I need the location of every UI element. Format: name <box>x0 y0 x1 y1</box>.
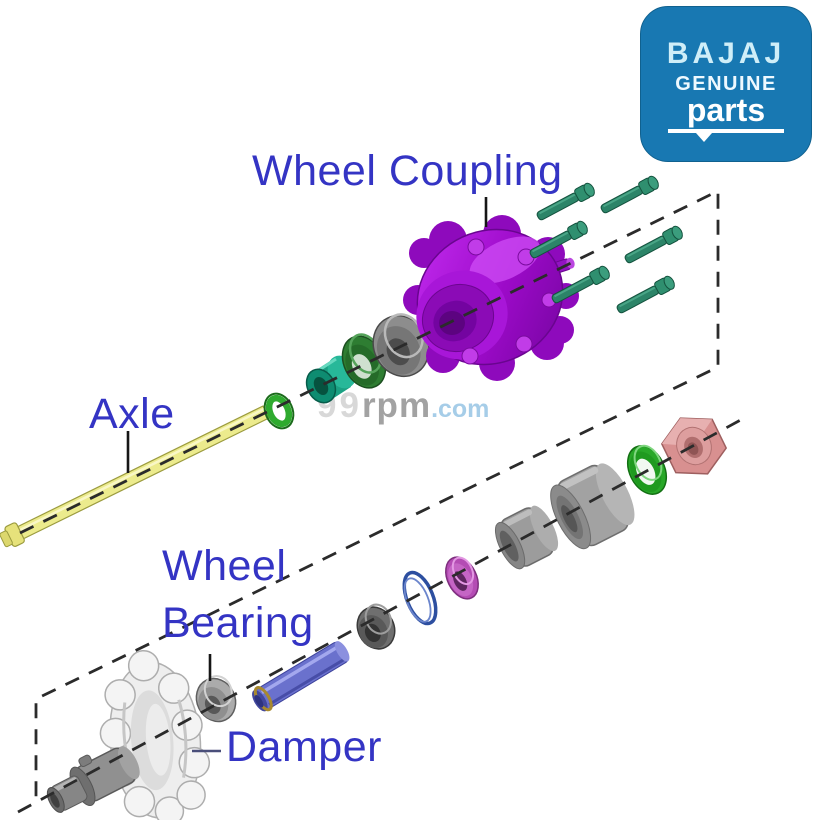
axle-oring <box>263 392 295 430</box>
axle-sleeve <box>252 641 350 712</box>
damper-segments <box>99 649 211 820</box>
label-damper: Damper <box>226 723 382 771</box>
coupling-bolts <box>529 175 683 314</box>
bolt <box>600 175 659 214</box>
leader-lines <box>126 197 488 753</box>
bolt <box>551 265 610 304</box>
circlip <box>402 570 438 626</box>
hub-drum <box>550 463 635 550</box>
label-wheel-bearing-line1: Wheel <box>162 542 287 590</box>
bajaj-genuine-parts-badge: BAJAJ GENUINE parts <box>640 6 812 162</box>
label-wheel-bearing-line2: Bearing <box>162 598 314 647</box>
badge-genuine-text: GENUINE <box>675 73 777 95</box>
watermark-com: .com <box>431 395 490 423</box>
label-wheel-coupling: Wheel Coupling <box>252 147 563 195</box>
watermark-rpm: rpm <box>361 386 432 425</box>
bolt <box>624 225 683 264</box>
axle-nut <box>660 417 728 475</box>
seal-ring-magenta <box>445 556 479 600</box>
lower-assembly <box>46 417 728 820</box>
label-axle: Axle <box>89 390 175 438</box>
underline-arrow-icon <box>696 132 712 142</box>
label-wheel-bearing: Wheel Bearing <box>162 538 314 652</box>
badge-underline <box>668 128 784 142</box>
sprocket-hub <box>46 746 140 813</box>
bolt <box>616 275 675 314</box>
upper-assembly <box>0 175 683 548</box>
exploded-axis-dashed-line <box>17 188 749 814</box>
badge-brand-name: BAJAJ <box>666 37 786 70</box>
bolt <box>529 220 588 259</box>
badge-parts-text: parts <box>686 92 766 128</box>
bolt <box>536 182 595 221</box>
